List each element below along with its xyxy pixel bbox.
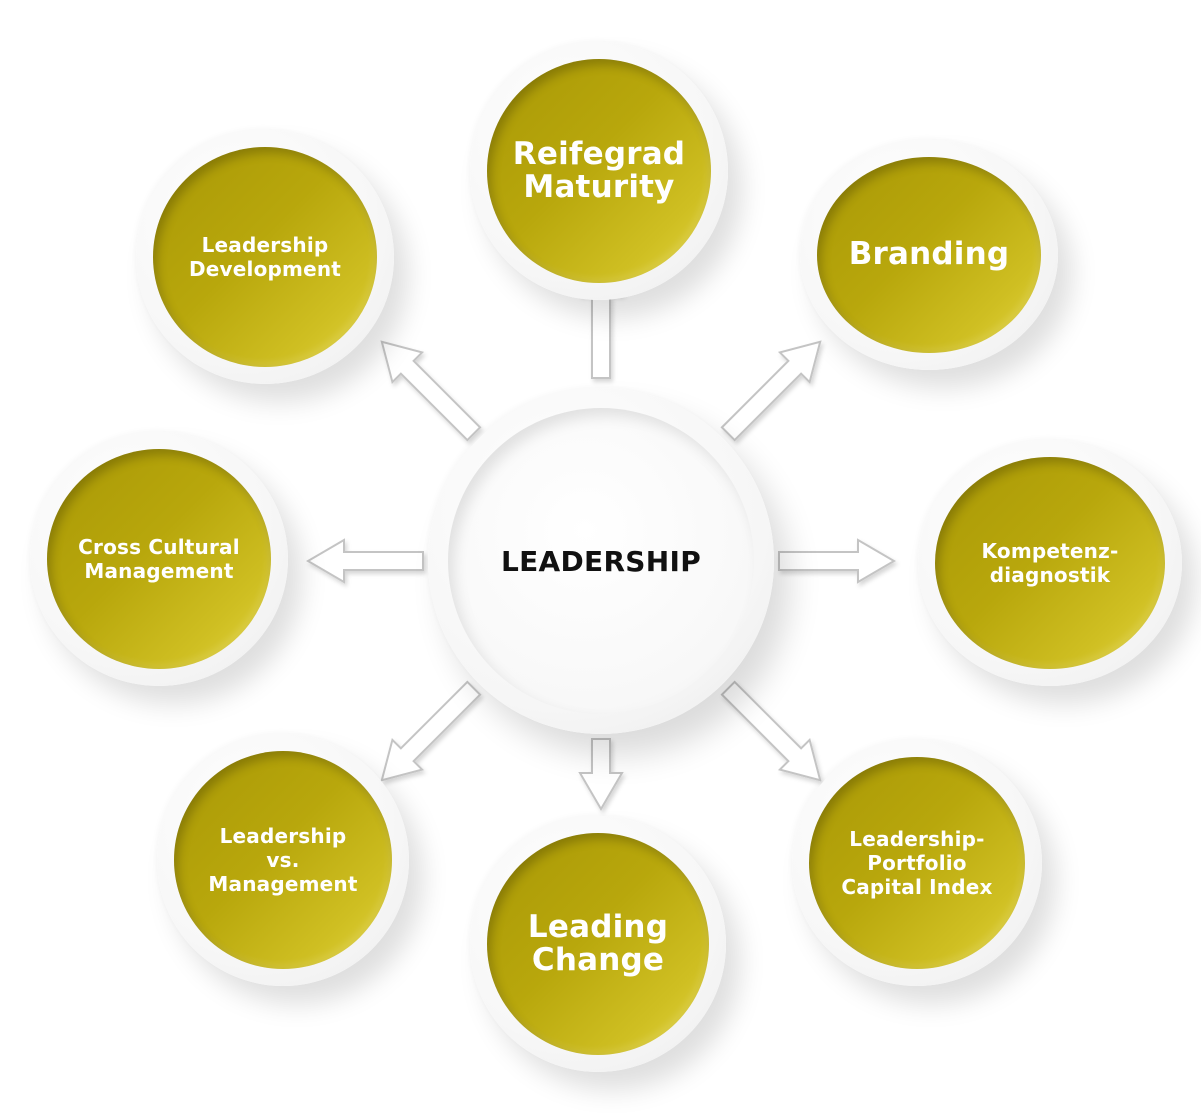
- node-cross-cultural-disc: Cross Cultural Management: [47, 449, 271, 669]
- node-reifegrad: Reifegrad Maturity: [470, 42, 728, 300]
- node-cross-cultural-label: Cross Cultural Management: [78, 535, 240, 583]
- arrow-down-right: [720, 680, 822, 782]
- node-leadership-vs-management-disc: Leadership vs. Management: [174, 751, 392, 969]
- node-leadership-development: Leadership Development: [136, 130, 394, 384]
- center-label: LEADERSHIP: [500, 544, 702, 578]
- node-leading-change: Leading Change: [470, 816, 726, 1072]
- node-cross-cultural: Cross Cultural Management: [30, 432, 288, 686]
- arrow-up-left: [380, 340, 482, 442]
- node-leadership-vs-management: Leadership vs. Management: [157, 734, 409, 986]
- node-leadership-development-disc: Leadership Development: [153, 147, 377, 367]
- center-node-inner: LEADERSHIP: [448, 408, 754, 714]
- arrow-down: [578, 738, 624, 811]
- node-portfolio-disc: Leadership- Portfolio Capital Index: [809, 757, 1025, 969]
- node-branding: Branding: [800, 140, 1058, 370]
- node-leading-change-disc: Leading Change: [487, 833, 709, 1055]
- node-reifegrad-label: Reifegrad Maturity: [512, 135, 686, 205]
- node-kompetenzdiagnostik-label: Kompetenz- diagnostik: [981, 539, 1119, 587]
- node-leading-change-label: Leading Change: [527, 908, 669, 978]
- center-node: LEADERSHIP: [428, 388, 774, 734]
- node-branding-label: Branding: [848, 236, 1010, 273]
- arrow-down-left: [380, 680, 482, 782]
- arrow-up-right: [720, 340, 822, 442]
- node-portfolio-label: Leadership- Portfolio Capital Index: [841, 827, 993, 899]
- node-portfolio: Leadership- Portfolio Capital Index: [792, 740, 1042, 986]
- node-reifegrad-disc: Reifegrad Maturity: [487, 59, 711, 283]
- arrow-left: [306, 538, 424, 584]
- node-branding-disc: Branding: [817, 157, 1041, 353]
- node-leadership-vs-management-label: Leadership vs. Management: [208, 824, 358, 896]
- node-kompetenzdiagnostik-disc: Kompetenz- diagnostik: [935, 457, 1165, 669]
- node-leadership-development-label: Leadership Development: [188, 233, 342, 281]
- arrow-right: [778, 538, 896, 584]
- node-kompetenzdiagnostik: Kompetenz- diagnostik: [918, 440, 1182, 686]
